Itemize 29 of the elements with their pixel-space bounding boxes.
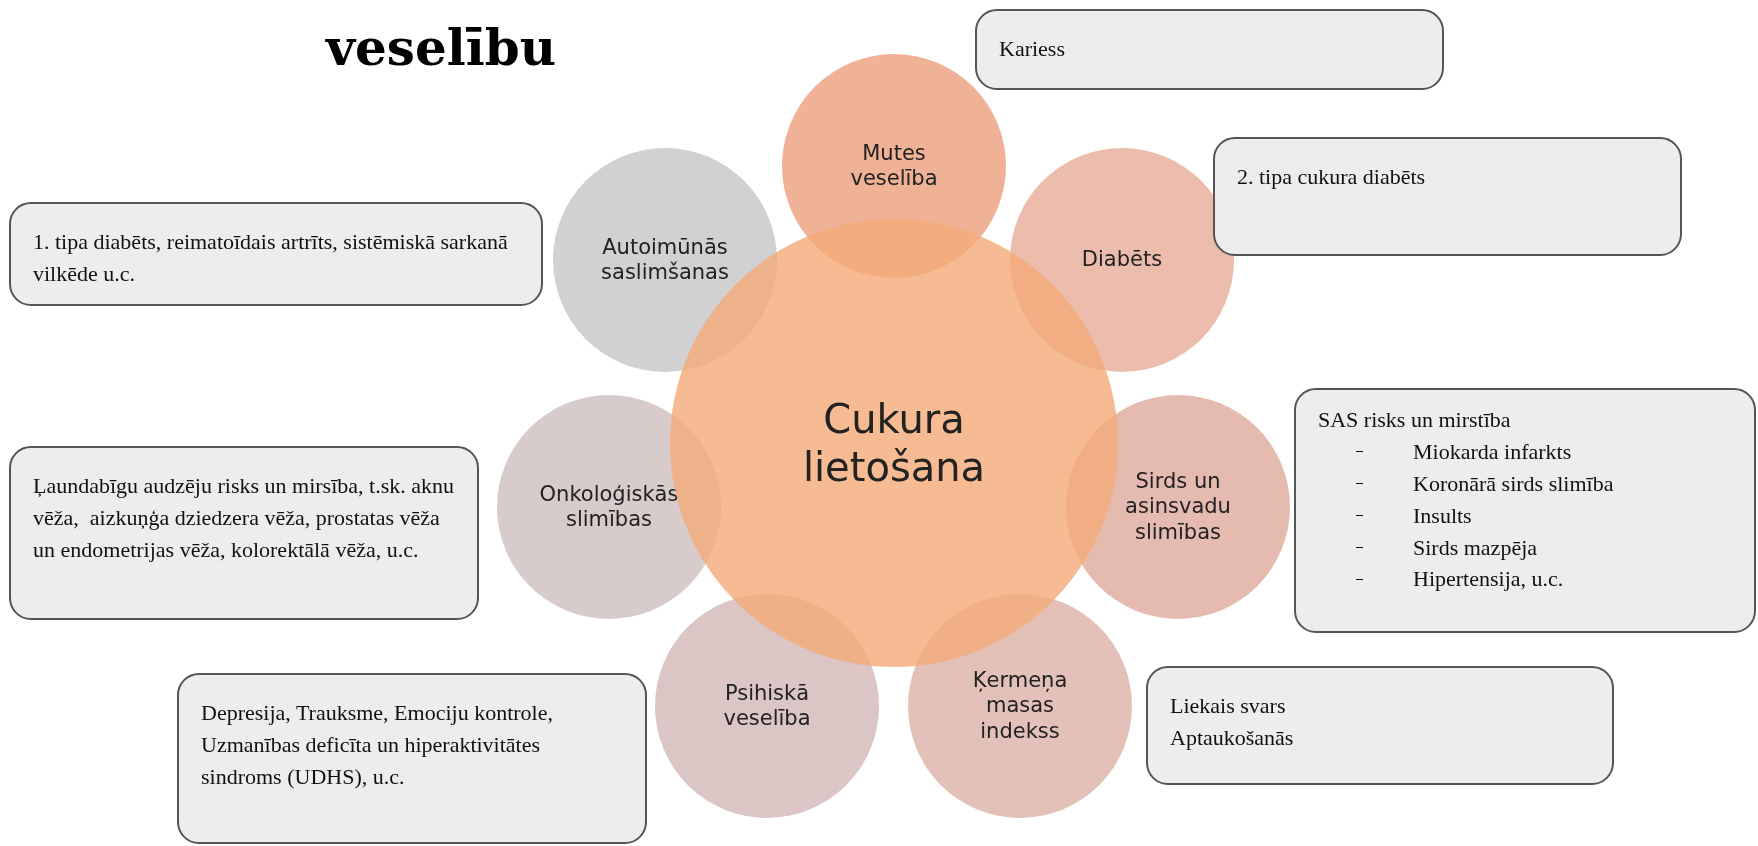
- box-text: Depresija, Trauksme, Emociju kontrole, Uzmanības deficīta un hiperaktivitātes sindroms (UDHS), u.c.: [201, 699, 554, 791]
- list-item: Hipertensija, u.c.: [1413, 565, 1564, 594]
- list-item: Insults: [1413, 501, 1472, 530]
- circle-label: Ķermeņa masas indekss: [971, 668, 1069, 744]
- circle-label: Psihiskā veselība: [722, 680, 812, 732]
- box-text: Aptaukošanās: [1170, 723, 1295, 752]
- circle-label: Sirds un asinsvadu slimības: [1124, 469, 1232, 545]
- box-text: 2. tipa cukura diabēts: [1237, 163, 1427, 191]
- title: veselību: [326, 18, 557, 77]
- text-box: [9, 446, 479, 620]
- box-text: Kariess: [999, 35, 1066, 63]
- list-item: Sirds mazpēja: [1413, 533, 1538, 562]
- box-text: SAS risks un mirstība: [1318, 406, 1512, 434]
- text-box: [1213, 137, 1682, 256]
- circle-label: Autoimūnās saslimšanas: [600, 234, 730, 286]
- box-text: Liekais svars: [1170, 692, 1287, 720]
- list-item: Koronārā sirds slimība: [1413, 469, 1614, 498]
- center-label: Cukura lietošana: [801, 395, 987, 491]
- box-text: Ļaundabīgu audzēju risks un mirsība, t.sk. aknu vēža, aizkuņģa dziedzera vēža, prostatas vēža un endometrijas vēža, kolorektālā vēža, u.c.: [33, 472, 455, 564]
- circle-label: Onkoloģiskās slimības: [538, 481, 680, 533]
- text-box: [1294, 388, 1756, 633]
- text-box: [9, 202, 543, 306]
- text-box: [177, 673, 647, 844]
- text-box: [975, 9, 1444, 90]
- box-text: 1. tipa diabēts, reimatoīdais artrīts, sistēmiskā sarkanā vilkēde u.c.: [33, 228, 509, 288]
- text-box: [1146, 666, 1614, 785]
- circle-label: Mutes veselība: [849, 140, 939, 192]
- list-item: Miokarda infarkts: [1413, 437, 1572, 466]
- circle-label: Diabēts: [1081, 247, 1163, 273]
